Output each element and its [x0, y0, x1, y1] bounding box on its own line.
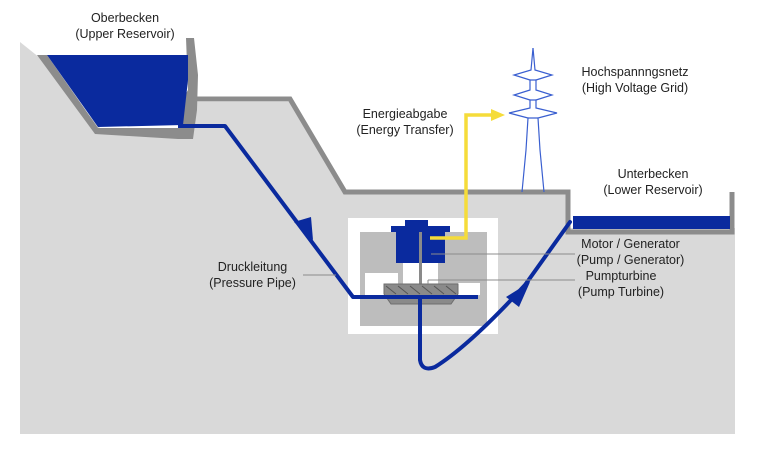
label-upper-reservoir-de: Oberbecken	[90, 11, 160, 25]
pump-turbine-blades	[385, 285, 457, 295]
flow-arrow-up-icon	[506, 282, 530, 307]
upper-reservoir-water	[47, 55, 188, 127]
leader-lines	[303, 253, 575, 284]
label-energy-transfer-de: Energieabgabe	[362, 107, 448, 121]
label-pump-turbine: Pumpturbine (Pump Turbine)	[566, 268, 676, 300]
pressure-pipe	[178, 124, 478, 299]
energy-transfer-line	[430, 113, 492, 240]
upper-reservoir-basin-wall	[37, 38, 198, 139]
tailrace-pipe	[418, 220, 572, 371]
turbine-shaft	[419, 232, 422, 288]
powerhouse-opening-right	[458, 283, 480, 295]
label-energy-transfer-en: (Energy Transfer)	[356, 123, 454, 137]
label-motor-generator-de: Motor / Generator	[581, 237, 680, 251]
label-high-voltage-grid-de: Hochspannngsnetz	[581, 65, 689, 79]
label-upper-reservoir-en: (Upper Reservoir)	[75, 27, 175, 41]
energy-arrow-icon	[491, 109, 505, 121]
lower-reservoir-water	[573, 216, 730, 229]
label-motor-generator-en: (Pump / Generator)	[576, 253, 685, 267]
label-lower-reservoir-de: Unterbecken	[617, 167, 689, 181]
terrain-outline	[188, 96, 735, 235]
label-pressure-pipe-en: (Pressure Pipe)	[209, 276, 296, 290]
label-upper-reservoir: Oberbecken (Upper Reservoir)	[55, 10, 195, 42]
label-lower-reservoir: Unterbecken (Lower Reservoir)	[588, 166, 718, 198]
label-pressure-pipe-de: Druckleitung	[217, 260, 288, 274]
label-motor-generator: Motor / Generator (Pump / Generator)	[568, 236, 693, 268]
transmission-tower-icon	[508, 47, 558, 193]
label-energy-transfer: Energieabgabe (Energy Transfer)	[345, 106, 465, 138]
label-lower-reservoir-en: (Lower Reservoir)	[603, 183, 703, 197]
label-pump-turbine-de: Pumpturbine	[585, 269, 657, 283]
label-pressure-pipe: Druckleitung (Pressure Pipe)	[200, 259, 305, 291]
label-pump-turbine-en: (Pump Turbine)	[577, 285, 665, 299]
label-high-voltage-grid: Hochspannngsnetz (High Voltage Grid)	[565, 64, 705, 96]
flow-arrow-down-icon	[294, 217, 313, 240]
label-high-voltage-grid-en: (High Voltage Grid)	[581, 81, 689, 95]
